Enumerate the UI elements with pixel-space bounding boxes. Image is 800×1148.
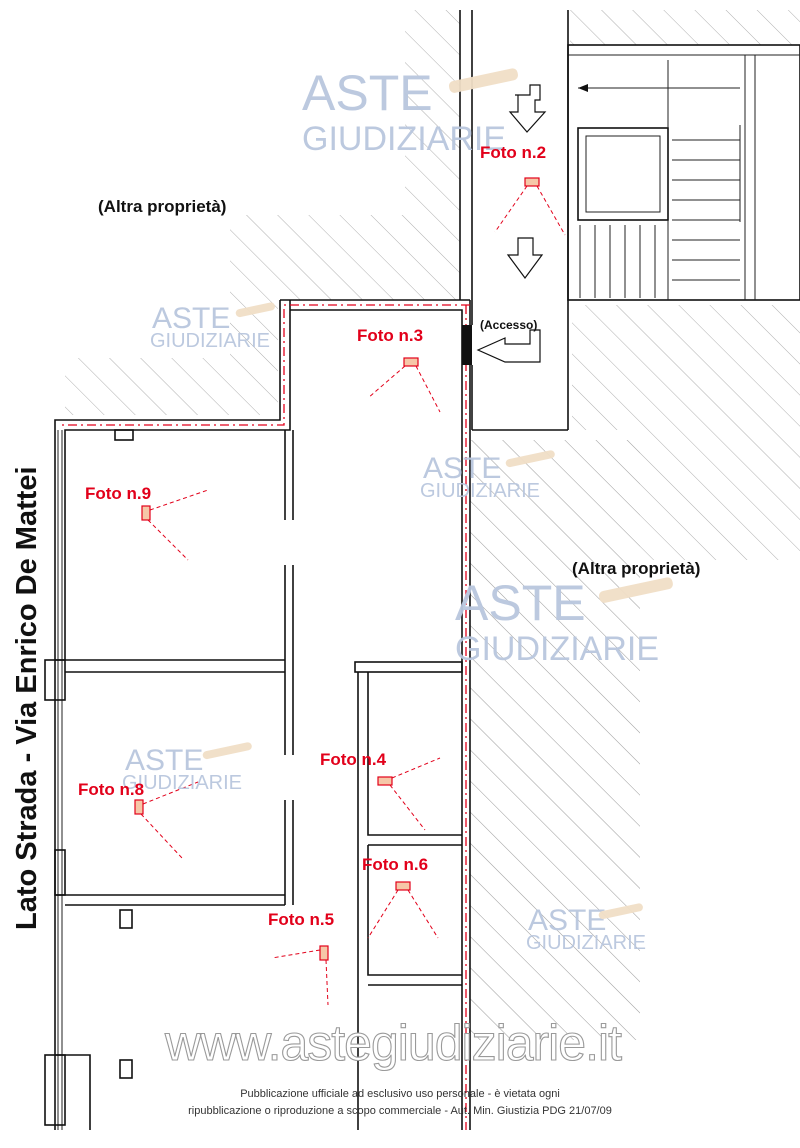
svg-text:GIUDIZIARIE: GIUDIZIARIE [150,330,270,352]
watermark-small-mid-left: ASTE GIUDIZIARIE [122,742,252,794]
watermark-small-bottom-right: ASTE GIUDIZIARIE [526,903,646,954]
svg-text:ASTE: ASTE [455,575,586,631]
svg-text:GIUDIZIARIE: GIUDIZIARIE [420,480,540,502]
watermark-large-right: ASTE GIUDIZIARIE [455,575,673,668]
photo-label-9: Foto n.9 [85,484,151,503]
label-accesso: (Accesso) [480,318,537,332]
photo-label-5: Foto n.5 [268,910,334,929]
watermark-url: www.astegiudiziarie.it [164,1015,622,1071]
watermark-small-left: ASTE GIUDIZIARIE [150,302,276,352]
footer-line-1: Pubblicazione ufficiale ad esclusivo uso… [240,1088,560,1100]
hatched-areas [65,10,800,1040]
svg-text:GIUDIZIARIE: GIUDIZIARIE [455,630,659,668]
label-altra-proprieta-top: (Altra proprietà) [98,197,226,216]
svg-text:GIUDIZIARIE: GIUDIZIARIE [526,932,646,954]
photo-label-8: Foto n.8 [78,780,144,799]
svg-text:GIUDIZIARIE: GIUDIZIARIE [122,772,242,794]
watermark-small-center: ASTE GIUDIZIARIE [420,450,555,502]
photo-labels: Foto n.2 Foto n.3 Foto n.4 Foto n.5 Foto… [78,143,546,929]
svg-text:ASTE: ASTE [125,744,203,777]
svg-text:ASTE: ASTE [528,904,606,937]
photo-label-3: Foto n.3 [357,326,423,345]
label-street: Lato Strada - Via Enrico De Mattei [11,466,43,930]
svg-text:GIUDIZIARIE: GIUDIZIARIE [302,120,506,158]
svg-text:ASTE: ASTE [423,452,501,485]
photo-cameras [134,177,566,1006]
svg-text:ASTE: ASTE [152,302,230,335]
property-boundary [60,304,470,1130]
footer-line-2: ripubblicazione o riproduzione a scopo c… [188,1105,612,1117]
walls [44,10,569,1130]
watermarks: ASTE GIUDIZIARIE ASTE GIUDIZIARIE ASTE G… [122,65,673,954]
stair-steps [579,139,740,298]
svg-text:ASTE: ASTE [302,65,433,121]
staircase [567,44,800,301]
photo-label-6: Foto n.6 [362,855,428,874]
stair-arrows [506,84,740,280]
label-altra-proprieta-right: (Altra proprietà) [572,559,700,578]
entrance-arrow [462,325,541,365]
photo-label-4: Foto n.4 [320,750,387,769]
photo-label-2: Foto n.2 [480,143,546,162]
watermark-large-top: ASTE GIUDIZIARIE [302,65,519,158]
plan-labels: (Altra proprietà) (Altra proprietà) (Acc… [11,197,700,930]
